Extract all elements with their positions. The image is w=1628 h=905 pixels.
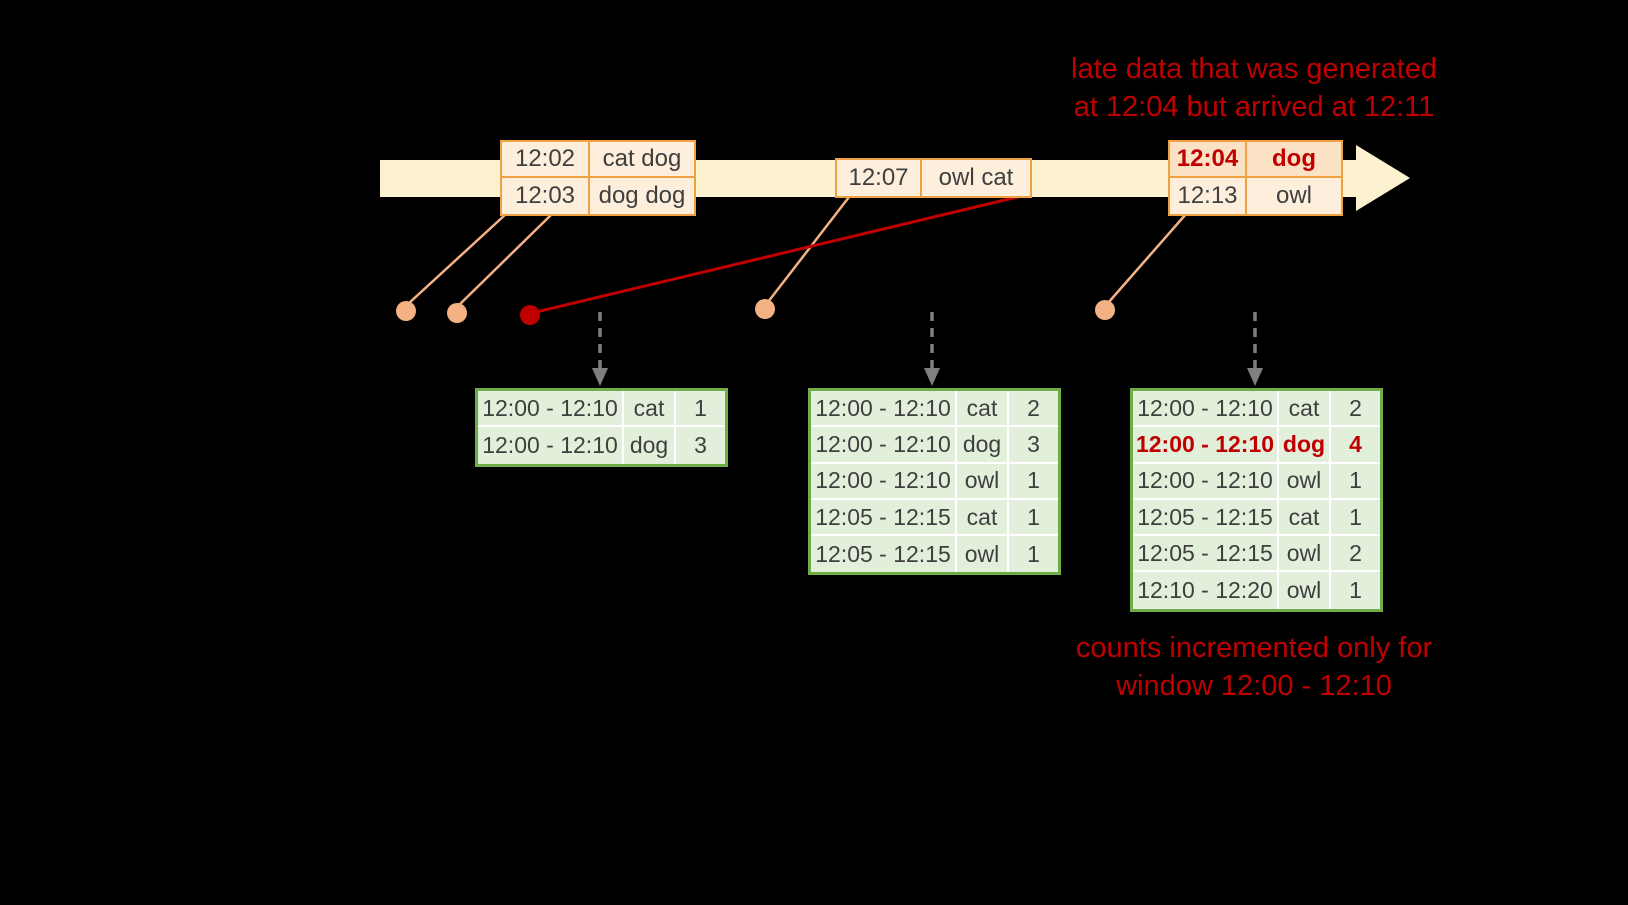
counts-annotation: counts incremented only for window 12:00… — [1018, 629, 1490, 705]
count-cell: 1 — [1331, 463, 1380, 498]
word-cell: dog — [1279, 427, 1331, 462]
word-cell: owl — [957, 463, 1009, 498]
words-cell: owl — [1247, 178, 1341, 214]
processing-time-dot — [396, 301, 416, 321]
processing-time-dot — [1095, 300, 1115, 320]
event-connector-line — [458, 213, 553, 306]
word-cell: dog — [957, 427, 1009, 462]
trigger-arrow-icon — [592, 312, 608, 386]
count-cell: 1 — [1331, 499, 1380, 535]
words-cell: owl cat — [922, 160, 1030, 196]
window-cell: 12:00 - 12:10 — [1133, 427, 1279, 462]
late-processing-time-dot — [520, 305, 540, 325]
window-cell: 12:00 - 12:10 — [811, 463, 957, 498]
trigger-arrow-icon — [1247, 312, 1263, 386]
window-cell: 12:00 - 12:10 — [811, 427, 957, 462]
time-cell: 12:07 — [837, 160, 922, 196]
words-cell: cat dog — [590, 142, 694, 176]
window-cell: 12:00 - 12:10 — [1133, 463, 1279, 498]
window-cell: 12:05 - 12:15 — [811, 499, 957, 535]
window-cell: 12:00 - 12:10 — [1133, 391, 1279, 426]
word-cell: owl — [1279, 572, 1331, 609]
event-time-axis-arrowhead — [1356, 145, 1410, 211]
event-connector-line — [407, 213, 507, 305]
window-cell: 12:10 - 12:20 — [1133, 572, 1279, 609]
late-data-annotation: late data that was generated at 12:04 bu… — [1018, 50, 1490, 126]
annotation-line: window 12:00 - 12:10 — [1116, 670, 1392, 702]
window-cell: 12:00 - 12:10 — [811, 391, 957, 426]
count-cell: 1 — [1331, 572, 1380, 609]
word-cell: cat — [957, 391, 1009, 426]
words-cell: dog dog — [590, 178, 694, 214]
time-cell: 12:04 — [1170, 142, 1247, 176]
count-cell: 3 — [1009, 427, 1058, 462]
window-cell: 12:05 - 12:15 — [811, 536, 957, 573]
processing-time-dot — [755, 299, 775, 319]
time-cell: 12:13 — [1170, 178, 1247, 214]
word-cell: cat — [624, 391, 676, 426]
annotation-line: counts incremented only for — [1075, 632, 1433, 664]
count-cell: 2 — [1009, 391, 1058, 426]
window-cell: 12:05 - 12:15 — [1133, 499, 1279, 535]
count-cell: 1 — [676, 391, 725, 426]
word-cell: owl — [1279, 463, 1331, 498]
word-cell: cat — [1279, 499, 1331, 535]
time-cell: 12:03 — [502, 178, 590, 214]
word-cell: cat — [957, 499, 1009, 535]
event-connector-line — [767, 196, 850, 303]
count-cell: 1 — [1009, 536, 1058, 573]
annotation-line: late data that was generated — [1071, 53, 1437, 85]
count-cell: 1 — [1009, 463, 1058, 498]
count-cell: 3 — [676, 427, 725, 464]
window-cell: 12:05 - 12:15 — [1133, 536, 1279, 571]
count-cell: 1 — [1009, 499, 1058, 535]
annotation-line: at 12:04 but arrived at 12:11 — [1073, 91, 1435, 123]
count-cell: 4 — [1331, 427, 1380, 462]
time-cell: 12:02 — [502, 142, 590, 176]
count-cell: 2 — [1331, 536, 1380, 571]
processing-time-dot — [447, 303, 467, 323]
word-cell: owl — [957, 536, 1009, 573]
window-cell: 12:00 - 12:10 — [478, 391, 624, 426]
word-cell: dog — [624, 427, 676, 464]
count-cell: 2 — [1331, 391, 1380, 426]
word-cell: owl — [1279, 536, 1331, 571]
window-cell: 12:00 - 12:10 — [478, 427, 624, 464]
word-cell: cat — [1279, 391, 1331, 426]
words-cell: dog — [1247, 142, 1341, 176]
event-connector-line — [1107, 213, 1187, 304]
trigger-arrow-icon — [924, 312, 940, 386]
